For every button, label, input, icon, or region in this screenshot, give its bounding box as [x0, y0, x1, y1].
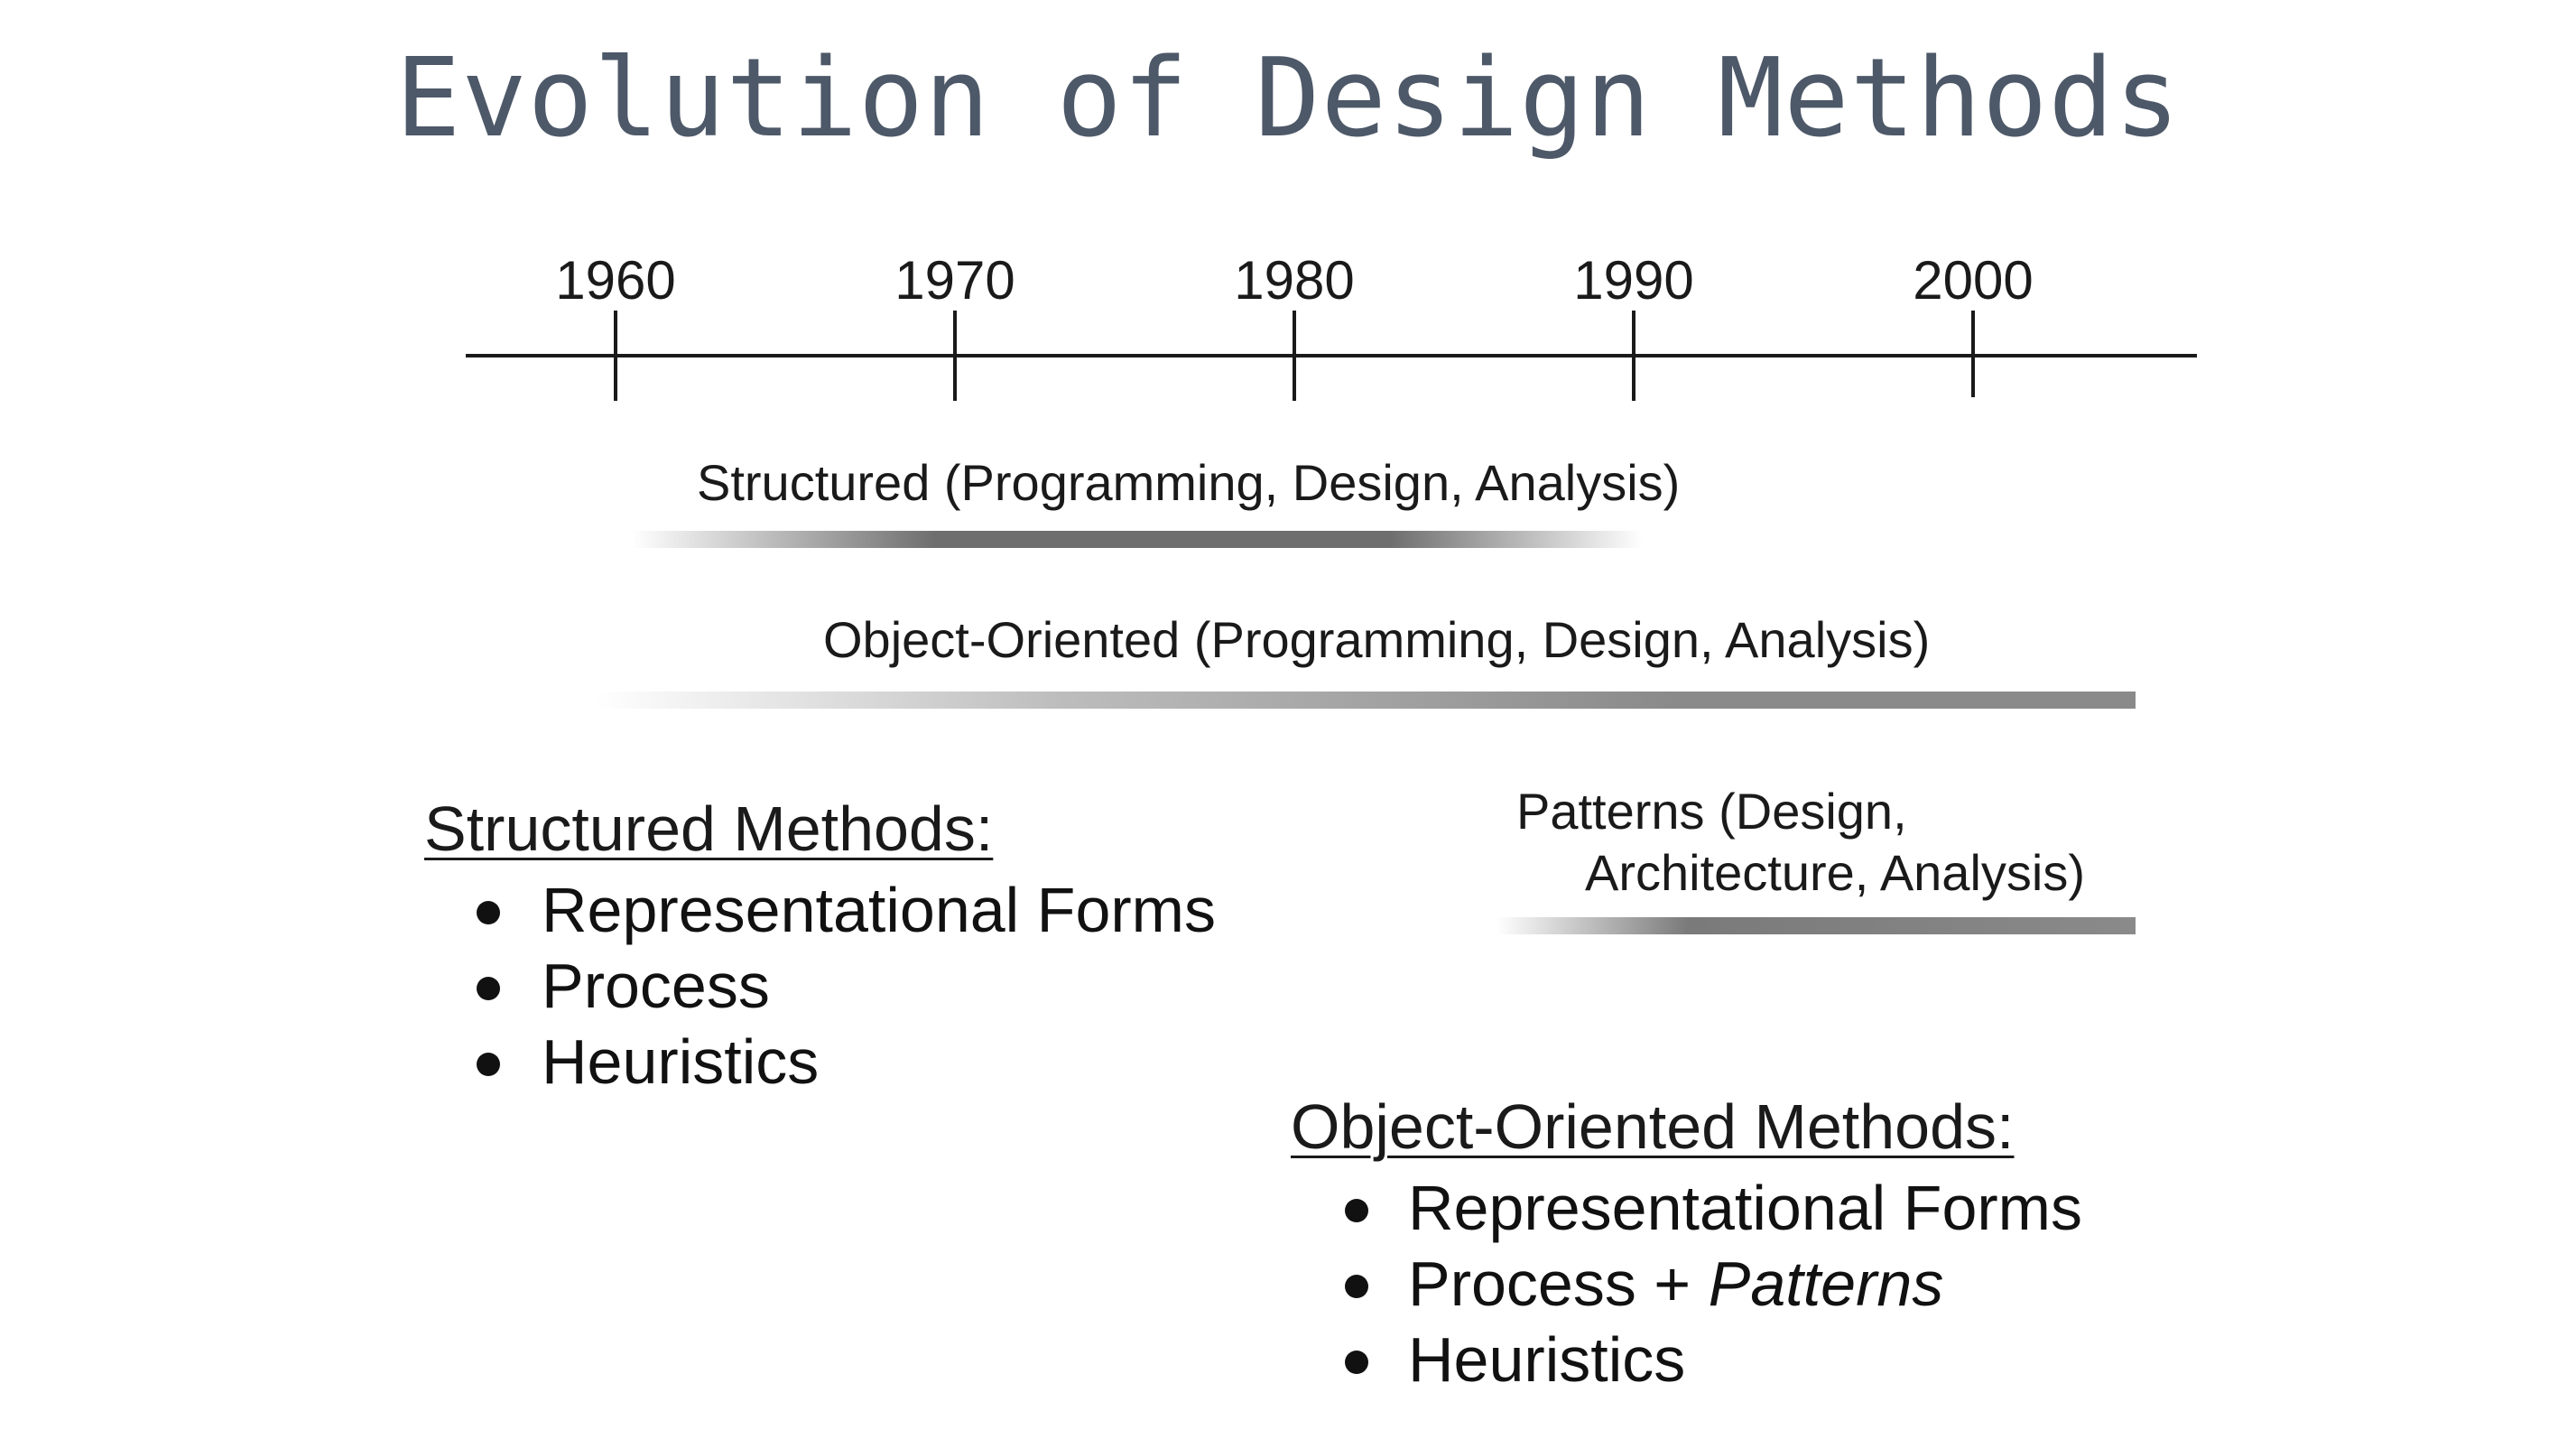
oo-item-process-text: Process + — [1408, 1249, 1709, 1319]
oo-item-heuristics: Heuristics — [1408, 1324, 1686, 1395]
tick-1960 — [614, 311, 617, 401]
timeline-axis — [466, 354, 2197, 357]
tick-1980 — [1293, 311, 1296, 401]
bullet — [477, 901, 500, 924]
tick-2000 — [1971, 311, 1975, 397]
structured-methods-heading: Structured Methods: — [424, 794, 994, 864]
bullet — [1345, 1275, 1368, 1298]
oo-item-process-patterns: Process + Patterns — [1408, 1248, 1943, 1320]
bullet — [477, 1053, 500, 1076]
bullet — [477, 977, 500, 1000]
year-label-1990: 1990 — [1573, 250, 1694, 311]
oo-item-patterns-text: Patterns — [1708, 1249, 1944, 1319]
year-label-2000: 2000 — [1913, 250, 2034, 311]
year-label-1980: 1980 — [1234, 250, 1355, 311]
year-label-1970: 1970 — [894, 250, 1015, 311]
bullet — [1345, 1199, 1368, 1222]
structured-item-representational-forms: Representational Forms — [542, 875, 1216, 945]
era-label-structured: Structured (Programming, Design, Analysi… — [697, 454, 1681, 511]
era-label-object-oriented: Object-Oriented (Programming, Design, An… — [823, 611, 1931, 668]
structured-item-process: Process — [542, 951, 770, 1021]
era-bar-patterns — [1496, 917, 2136, 934]
era-bar-object-oriented — [596, 692, 2136, 709]
year-label-1960: 1960 — [555, 250, 676, 311]
bullet — [1345, 1351, 1368, 1374]
tick-1990 — [1632, 311, 1635, 401]
era-bar-structured — [632, 531, 1643, 548]
oo-methods-heading: Object-Oriented Methods: — [1291, 1091, 2015, 1162]
era-label-patterns-line1: Patterns (Design, — [1516, 783, 1907, 840]
tick-1970 — [953, 311, 957, 401]
page-title: Evolution of Design Methods — [395, 36, 2181, 162]
era-label-patterns-line2: Architecture, Analysis) — [1585, 844, 2085, 901]
oo-item-representational-forms: Representational Forms — [1408, 1173, 2082, 1243]
structured-item-heuristics: Heuristics — [542, 1026, 820, 1097]
